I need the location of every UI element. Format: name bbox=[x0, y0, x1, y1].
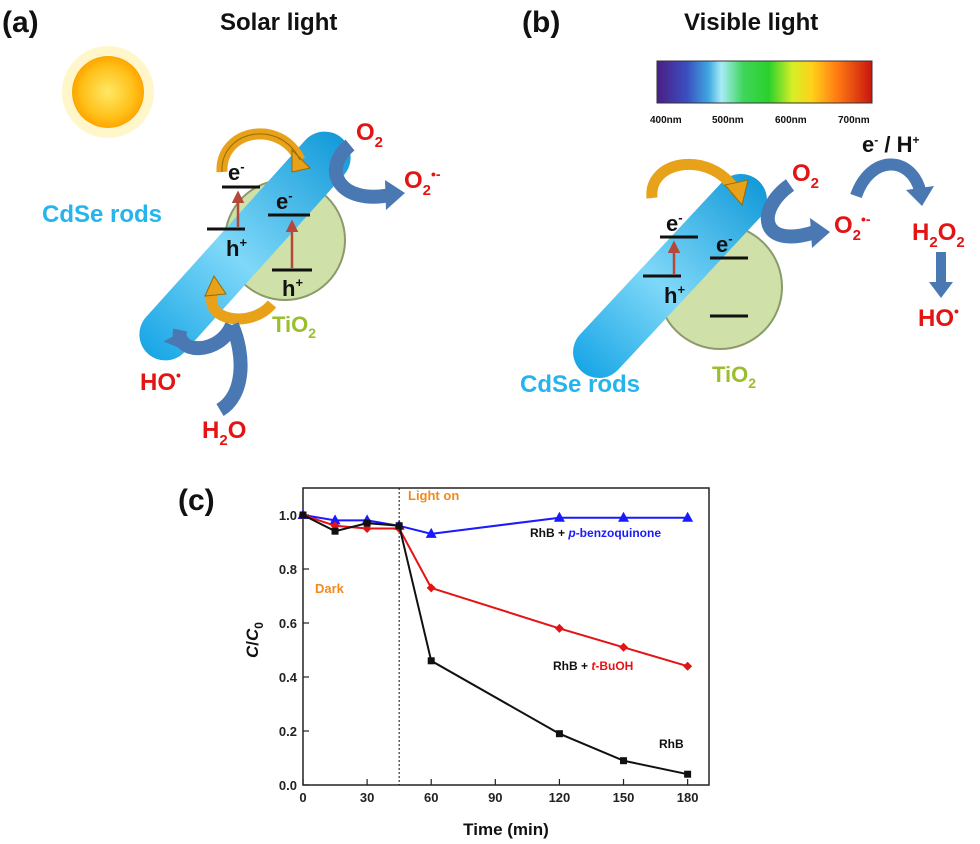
x-tick-label: 90 bbox=[488, 790, 502, 805]
blue-arrow-o2 bbox=[328, 139, 392, 204]
data-point-0-6 bbox=[618, 511, 630, 522]
data-point-2-3 bbox=[395, 522, 403, 530]
x-tick-label: 180 bbox=[677, 790, 699, 805]
series-label-tbuoh: RhB + t-BuOH bbox=[553, 659, 633, 673]
x-tick-label: 0 bbox=[299, 790, 306, 805]
data-point-2-6 bbox=[620, 757, 628, 765]
data-point-2-4 bbox=[427, 657, 435, 665]
cdse-rod bbox=[139, 131, 351, 361]
data-point-1-4 bbox=[426, 583, 436, 593]
x-tick-label: 120 bbox=[549, 790, 571, 805]
data-point-1-6 bbox=[619, 642, 629, 652]
orange-arrow-b bbox=[646, 158, 740, 199]
data-point-0-4 bbox=[425, 527, 437, 538]
cdse-label-a: CdSe rods bbox=[42, 201, 162, 228]
data-point-0-7 bbox=[682, 511, 694, 522]
x-axis-ticks: 0 30 60 90 120 150 180 bbox=[299, 779, 698, 805]
spectrum-tick-700: 700nm bbox=[838, 115, 870, 126]
y-tick-label: 0.0 bbox=[279, 778, 297, 793]
tio2-electron: e- bbox=[276, 188, 293, 214]
spectrum-tick-600: 600nm bbox=[775, 115, 807, 126]
data-point-2-0 bbox=[299, 511, 307, 519]
o2-label-a: O2 bbox=[356, 119, 383, 151]
superoxide-label-b: O2•- bbox=[834, 211, 871, 244]
panel-a: (a) Solar light e- h+ e- bbox=[2, 6, 441, 449]
hydroxyl-label-a: HO• bbox=[140, 367, 181, 396]
series-label-rhb: RhB bbox=[659, 737, 684, 751]
dark-annotation: Dark bbox=[315, 581, 345, 596]
y-tick-label: 0.2 bbox=[279, 724, 297, 739]
cdse-label-b: CdSe rods bbox=[520, 371, 640, 398]
data-point-0-5 bbox=[553, 511, 565, 522]
tio2-label-a: TiO2 bbox=[272, 312, 316, 341]
spectrum-tick-500: 500nm bbox=[712, 115, 744, 126]
light-on-annotation: Light on bbox=[408, 488, 459, 503]
visible-spectrum-bar bbox=[656, 60, 873, 104]
sun-icon bbox=[62, 46, 154, 138]
series-line-1 bbox=[302, 514, 688, 668]
h2o2-label: H2O2 bbox=[912, 219, 965, 251]
tio2-label-b: TiO2 bbox=[712, 362, 756, 391]
chart-series bbox=[297, 509, 694, 778]
y-axis-label: C/C0 bbox=[243, 622, 266, 658]
data-point-0-1 bbox=[329, 514, 341, 525]
rod-electron: e- bbox=[228, 159, 245, 185]
spectrum-ticks: 400nm 500nm 600nm 700nm bbox=[650, 115, 870, 126]
o2-label-b: O2 bbox=[792, 160, 819, 192]
y-axis-ticks: 0.0 0.2 0.4 0.6 0.8 1.0 bbox=[279, 508, 309, 793]
blue-arrow-o2-b bbox=[760, 179, 818, 244]
y-tick-label: 1.0 bbox=[279, 508, 297, 523]
x-tick-label: 150 bbox=[613, 790, 635, 805]
data-point-1-5 bbox=[554, 623, 564, 633]
orange-arrow-bottom bbox=[206, 287, 277, 325]
x-tick-label: 60 bbox=[424, 790, 438, 805]
rod-hole-b: h+ bbox=[664, 282, 685, 308]
x-axis-label: Time (min) bbox=[463, 820, 549, 839]
x-tick-label: 30 bbox=[360, 790, 374, 805]
data-point-2-7 bbox=[684, 770, 692, 778]
blue-arrow-h2o2 bbox=[850, 158, 926, 199]
series-label-bq: RhB + p-benzoquinone bbox=[530, 526, 661, 540]
y-tick-label: 0.6 bbox=[279, 616, 297, 631]
rod-hole: h+ bbox=[226, 235, 247, 261]
chart-frame bbox=[302, 487, 710, 786]
hydroxyl-label-b: HO• bbox=[918, 303, 959, 332]
water-label-a: H2O bbox=[202, 417, 246, 449]
series-line-2 bbox=[302, 514, 688, 776]
data-point-2-2 bbox=[363, 519, 371, 527]
y-tick-label: 0.4 bbox=[279, 670, 298, 685]
panel-a-label: (a) bbox=[2, 6, 39, 39]
y-tick-label: 0.8 bbox=[279, 562, 297, 577]
panel-b: (b) Visible light 400nm 500nm 600nm 700n… bbox=[520, 6, 965, 398]
reagent-label: e- / H+ bbox=[862, 132, 920, 157]
data-point-2-5 bbox=[555, 730, 563, 738]
superoxide-label-a: O2•- bbox=[404, 166, 441, 199]
series-line-0 bbox=[302, 514, 688, 535]
panel-c-label: (c) bbox=[178, 484, 215, 517]
tio2-electron-b: e- bbox=[716, 231, 733, 257]
tio2-hole: h+ bbox=[282, 275, 303, 301]
spectrum-tick-400: 400nm bbox=[650, 115, 682, 126]
panel-a-title: Solar light bbox=[220, 9, 337, 36]
rod-electron-b: e- bbox=[666, 210, 683, 236]
data-point-1-7 bbox=[683, 661, 693, 671]
panel-b-title: Visible light bbox=[684, 9, 818, 36]
data-point-2-1 bbox=[331, 527, 339, 535]
panel-b-label: (b) bbox=[522, 6, 560, 39]
